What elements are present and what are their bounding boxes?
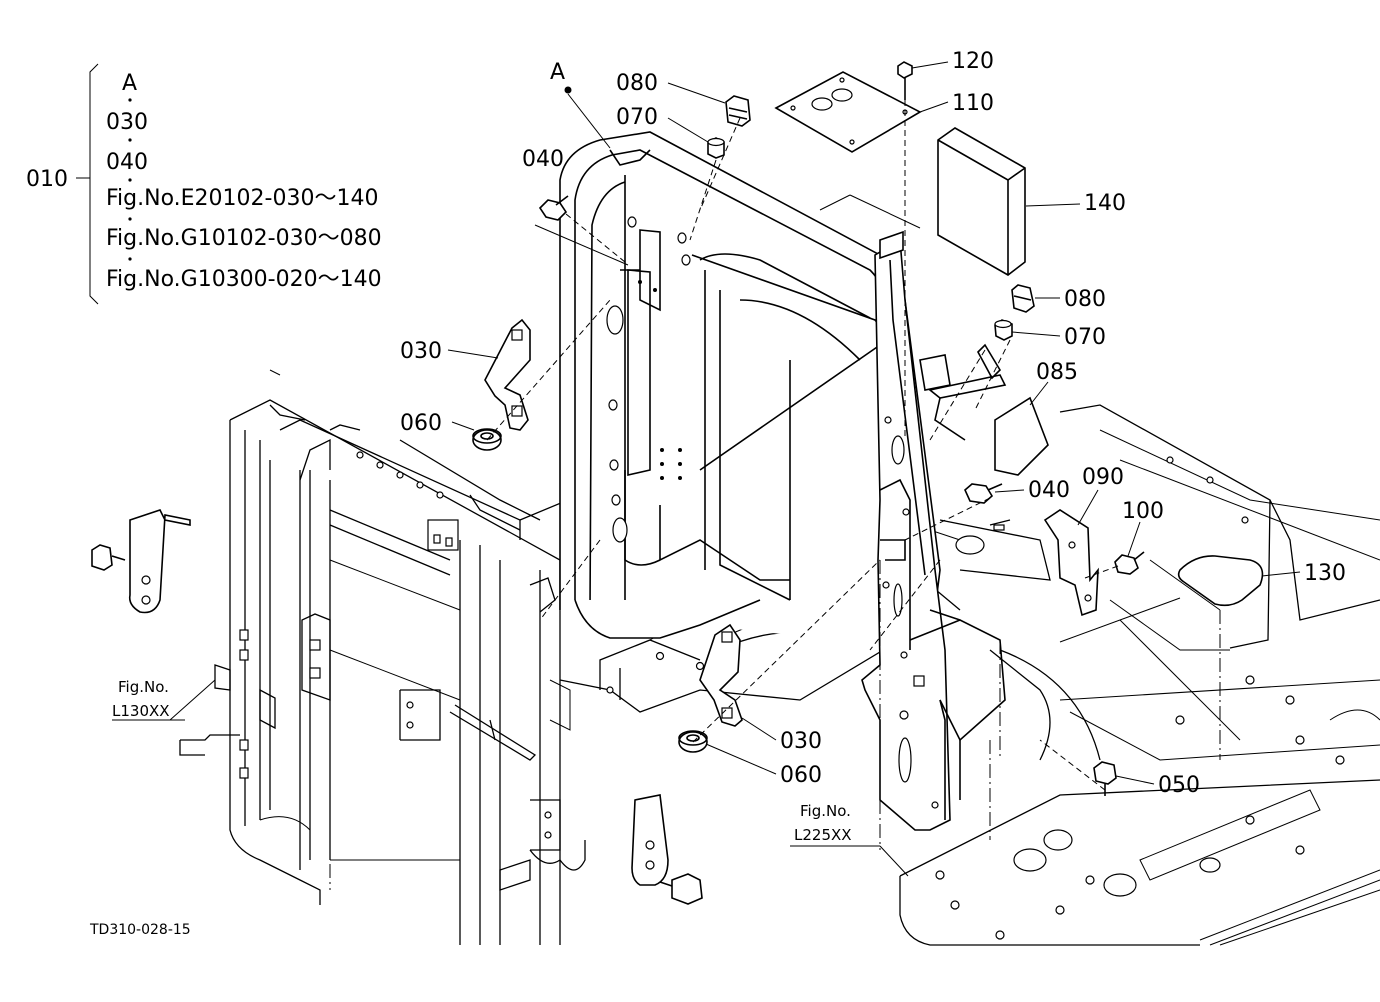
callout-130: 130 bbox=[1304, 561, 1346, 586]
callout-140: 140 bbox=[1084, 191, 1126, 216]
legend-assembly-code: 010 bbox=[26, 167, 68, 192]
figure-references: Fig.No. L130XX Fig.No. L225XX bbox=[112, 678, 852, 844]
assembly-legend: 010 A 030 040 Fig.No.E20102-030～140 Fig.… bbox=[26, 63, 382, 305]
plate-110 bbox=[774, 71, 922, 153]
callout-070-top: 070 bbox=[616, 105, 658, 130]
bolt-040-right bbox=[964, 483, 1003, 504]
callout-040-left: 040 bbox=[522, 147, 564, 172]
bolt-080-top bbox=[725, 95, 751, 127]
callout-090: 090 bbox=[1082, 465, 1124, 490]
callout-030-upper: 030 bbox=[400, 339, 442, 364]
legend-item-e20102: Fig.No.E20102-030～140 bbox=[106, 186, 378, 211]
ref-l225-line2: L225XX bbox=[794, 826, 852, 844]
legend-item-g10102: Fig.No.G10102-030～080 bbox=[106, 226, 382, 251]
left-brackets bbox=[91, 509, 703, 905]
legend-item-030: 030 bbox=[106, 110, 148, 135]
callout-point-a: A bbox=[550, 60, 565, 85]
callout-080-top: 080 bbox=[616, 71, 658, 96]
bracket-030-lower bbox=[699, 623, 743, 727]
point-a-marker bbox=[564, 86, 572, 94]
callout-110: 110 bbox=[952, 91, 994, 116]
callout-040-right: 040 bbox=[1028, 478, 1070, 503]
bracket-030-upper bbox=[484, 318, 531, 431]
ref-l130-line2: L130XX bbox=[112, 702, 170, 720]
legend-item-040: 040 bbox=[106, 150, 148, 175]
assembly-lines bbox=[329, 100, 1221, 945]
callout-085: 085 bbox=[1036, 360, 1078, 385]
legend-item-g10300: Fig.No.G10300-020～140 bbox=[106, 267, 382, 292]
callout-050: 050 bbox=[1158, 773, 1200, 798]
back-pad-140 bbox=[937, 127, 1026, 276]
callout-120: 120 bbox=[952, 49, 994, 74]
ref-l130-line1: Fig.No. bbox=[118, 678, 169, 696]
collar-070-right bbox=[994, 319, 1013, 341]
pad-130 bbox=[1177, 555, 1264, 607]
bolt-050 bbox=[1093, 761, 1117, 796]
bolt-100 bbox=[1114, 551, 1145, 575]
callout-100: 100 bbox=[1122, 499, 1164, 524]
bracket-090 bbox=[1043, 509, 1099, 617]
collar-070-top bbox=[707, 137, 725, 159]
callout-060-lower: 060 bbox=[780, 763, 822, 788]
cover-085 bbox=[994, 396, 1049, 476]
callout-030-lower: 030 bbox=[780, 729, 822, 754]
right-side-rail bbox=[861, 238, 1006, 831]
screw-120 bbox=[897, 61, 913, 100]
callout-labels: A 080 070 120 110 140 040 080 070 085 03… bbox=[400, 49, 1346, 798]
bolt-080-right bbox=[1011, 284, 1035, 313]
callout-070-right: 070 bbox=[1064, 325, 1106, 350]
drawing-code: TD310-028-15 bbox=[89, 922, 191, 938]
leader-lines bbox=[112, 61, 1301, 877]
bolt-040-left bbox=[538, 195, 569, 221]
callout-080-right: 080 bbox=[1064, 287, 1106, 312]
callout-060-upper: 060 bbox=[400, 411, 442, 436]
door-frame bbox=[179, 369, 586, 945]
seat-back-frame bbox=[559, 131, 941, 651]
floor-base-plate bbox=[899, 404, 1380, 946]
ref-l225-line1: Fig.No. bbox=[800, 802, 851, 820]
legend-item-a: A bbox=[122, 71, 137, 96]
